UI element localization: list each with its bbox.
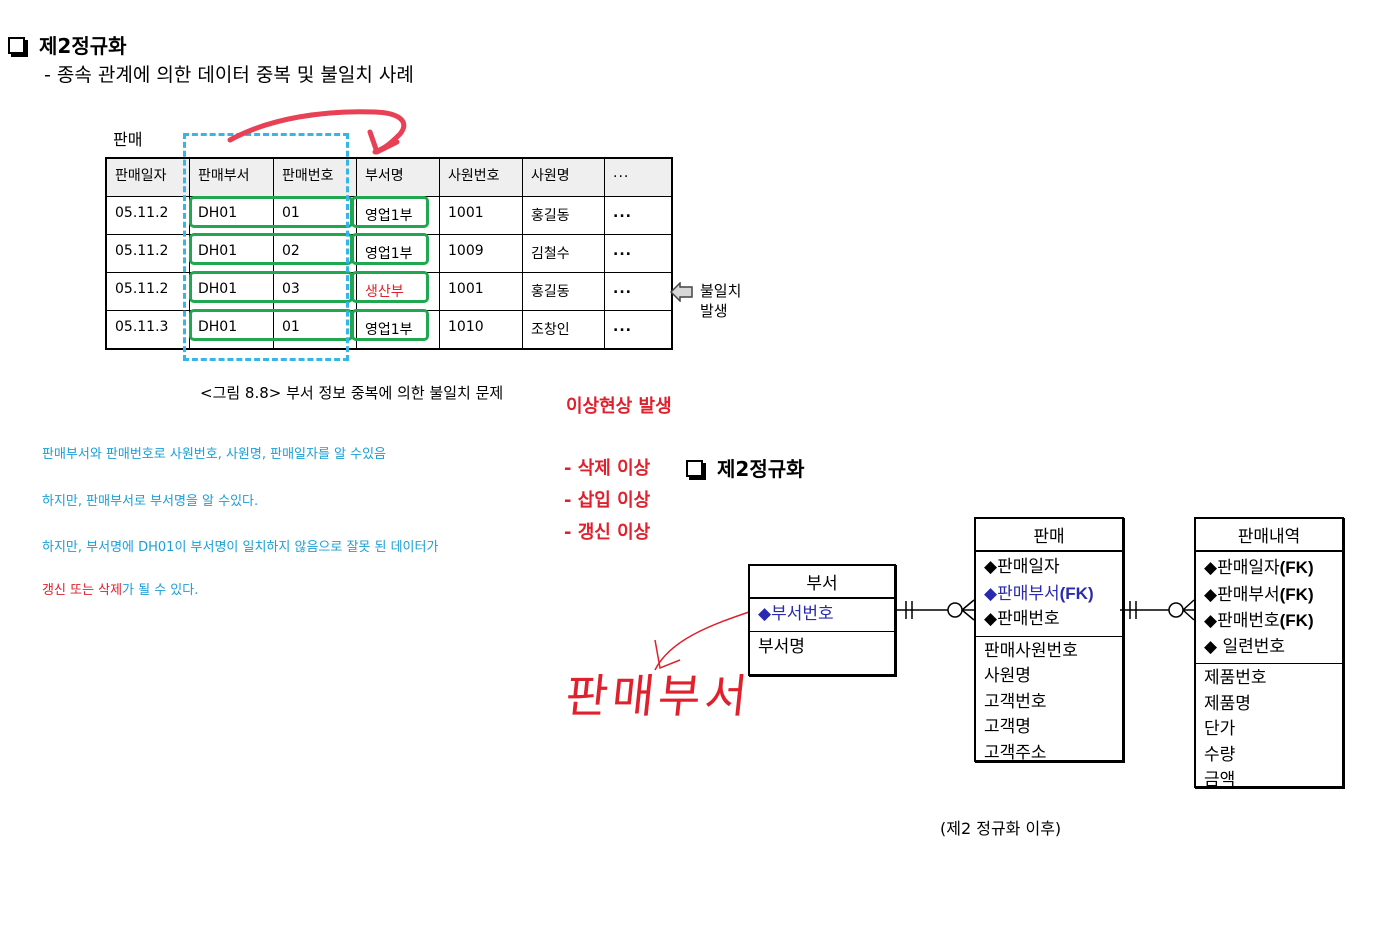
entity-title: 판매내역 xyxy=(1196,519,1342,552)
dependency-highlight-box xyxy=(351,309,429,341)
entity-pk-fk: ◆판매부서(FK) xyxy=(984,583,1094,604)
entity-attr: 부서명 xyxy=(758,636,805,657)
relationship-sales-detail xyxy=(1120,599,1195,621)
anomaly-item: - 삭제 이상 xyxy=(564,458,651,479)
anomaly-title: 이상현상 발생 xyxy=(566,396,672,417)
cell: 05.11.2 xyxy=(105,196,190,235)
note-emphasis: 갱신 또는 삭제 xyxy=(42,583,123,598)
cell: 1001 xyxy=(439,196,523,235)
entity-attr: 고객주소 xyxy=(984,742,1047,763)
checkbox-bullet-icon xyxy=(686,460,703,477)
entity-pk-fk: ◆판매번호(FK) xyxy=(1204,611,1314,631)
entity-attr: 판매사원번호 xyxy=(984,640,1078,661)
entity-attr: 금액 xyxy=(1204,770,1236,790)
entity-title: 판매 xyxy=(976,519,1122,552)
col-header: 사원명 xyxy=(522,157,605,197)
page-heading: 제2정규화 xyxy=(8,30,127,59)
entity-sales-detail: 판매내역 ◆판매일자(FK) ◆판매부서(FK) ◆판매번호(FK) ◆ 일련번… xyxy=(1194,517,1344,790)
entity-sales: 판매 ◆판매일자 ◆판매부서(FK) ◆판매번호 판매사원번호 사원명 고객번호… xyxy=(974,517,1124,763)
cell: 1001 xyxy=(439,272,523,311)
col-header: 사원번호 xyxy=(439,157,523,197)
cell: 05.11.2 xyxy=(105,234,190,273)
anomaly-item: - 삽입 이상 xyxy=(564,490,651,511)
relationship-dept-sales xyxy=(894,599,975,621)
entity-attr: 고객명 xyxy=(984,717,1031,737)
cell: ... xyxy=(604,234,673,273)
erd-heading: 제2정규화 xyxy=(686,453,805,482)
entity-pk: ◆ 일련번호 xyxy=(1204,636,1286,657)
table-label: 판매 xyxy=(113,130,143,149)
cell: ... xyxy=(604,310,673,350)
entity-pk-fk: ◆판매일자(FK) xyxy=(1204,558,1314,578)
col-header: 부서명 xyxy=(356,157,440,197)
note-line: 판매부서와 판매번호로 사원번호, 사원명, 판매일자를 알 수있음 xyxy=(42,447,387,462)
inconsistency-label: 불일치 발생 xyxy=(700,281,741,321)
key-columns-highlight xyxy=(183,133,349,361)
left-arrow-icon xyxy=(670,282,693,302)
entity-pk-fk: ◆판매부서(FK) xyxy=(1204,584,1314,605)
entity-pk: ◆판매일자 xyxy=(984,557,1060,577)
handwritten-arrow-icon xyxy=(654,609,756,671)
cell: 김철수 xyxy=(522,234,605,273)
dependency-highlight-box xyxy=(351,196,429,228)
cell: 1009 xyxy=(439,234,523,273)
cell: 홍길동 xyxy=(522,196,605,235)
table-header-row: 판매일자 판매부서 판매번호 부서명 사원번호 사원명 ... xyxy=(105,157,673,197)
inconsistency-label-line: 불일치 xyxy=(700,282,742,300)
note-line: 갱신 또는 삭제가 될 수 있다. xyxy=(42,579,198,598)
note-text: 가 될 수 있다. xyxy=(122,583,199,598)
figure-caption: <그림 8.8> 부서 정보 중복에 의한 불일치 문제 xyxy=(200,384,504,402)
cell: 조창인 xyxy=(522,310,605,350)
entity-pk: ◆판매번호 xyxy=(984,609,1060,629)
table-row: 05.11.2 DH01 03 생산부 1001 홍길동 ... xyxy=(105,272,673,311)
redraw-arrow-icon xyxy=(227,109,407,155)
table-row: 05.11.2 DH01 01 영업1부 1001 홍길동 ... xyxy=(105,196,673,235)
entity-title: 부서 xyxy=(750,566,894,599)
entity-dept: 부서 ◆부서번호 부서명 xyxy=(748,564,896,676)
cell: 홍길동 xyxy=(522,272,605,311)
entity-attr: 수량 xyxy=(1204,744,1236,765)
note-line: 하지만, 부서명에 DH01이 부서명이 일치하지 않음으로 잘못 된 데이터가 xyxy=(42,540,439,555)
cell: 05.11.3 xyxy=(105,310,190,350)
cell: 1010 xyxy=(439,310,523,350)
col-header: ... xyxy=(604,157,673,197)
checkbox-bullet-icon xyxy=(8,37,25,54)
cell: ... xyxy=(604,196,673,235)
entity-attr: 사원명 xyxy=(984,666,1031,686)
cell: 03 xyxy=(273,272,357,311)
cell: 05.11.2 xyxy=(105,272,190,311)
dependency-highlight-box xyxy=(351,271,429,303)
anomaly-item: - 갱신 이상 xyxy=(564,522,651,543)
entity-attr: 제품번호 xyxy=(1204,668,1267,688)
page-subheading: - 종속 관계에 의한 데이터 중복 및 불일치 사례 xyxy=(44,64,414,86)
entity-attr: 제품명 xyxy=(1204,693,1251,714)
note-line: 하지만, 판매부서로 부서명을 알 수있다. xyxy=(42,494,259,509)
inconsistency-label-line: 발생 xyxy=(700,302,728,320)
col-header: 판매일자 xyxy=(105,157,190,197)
erd-caption: (제2 정규화 이후) xyxy=(940,819,1062,838)
dependency-highlight-box xyxy=(351,233,429,265)
entity-attr: 단가 xyxy=(1204,719,1236,739)
entity-pk: ◆부서번호 xyxy=(758,604,834,624)
entity-attr: 고객번호 xyxy=(984,691,1047,712)
cell: ... xyxy=(604,272,673,311)
